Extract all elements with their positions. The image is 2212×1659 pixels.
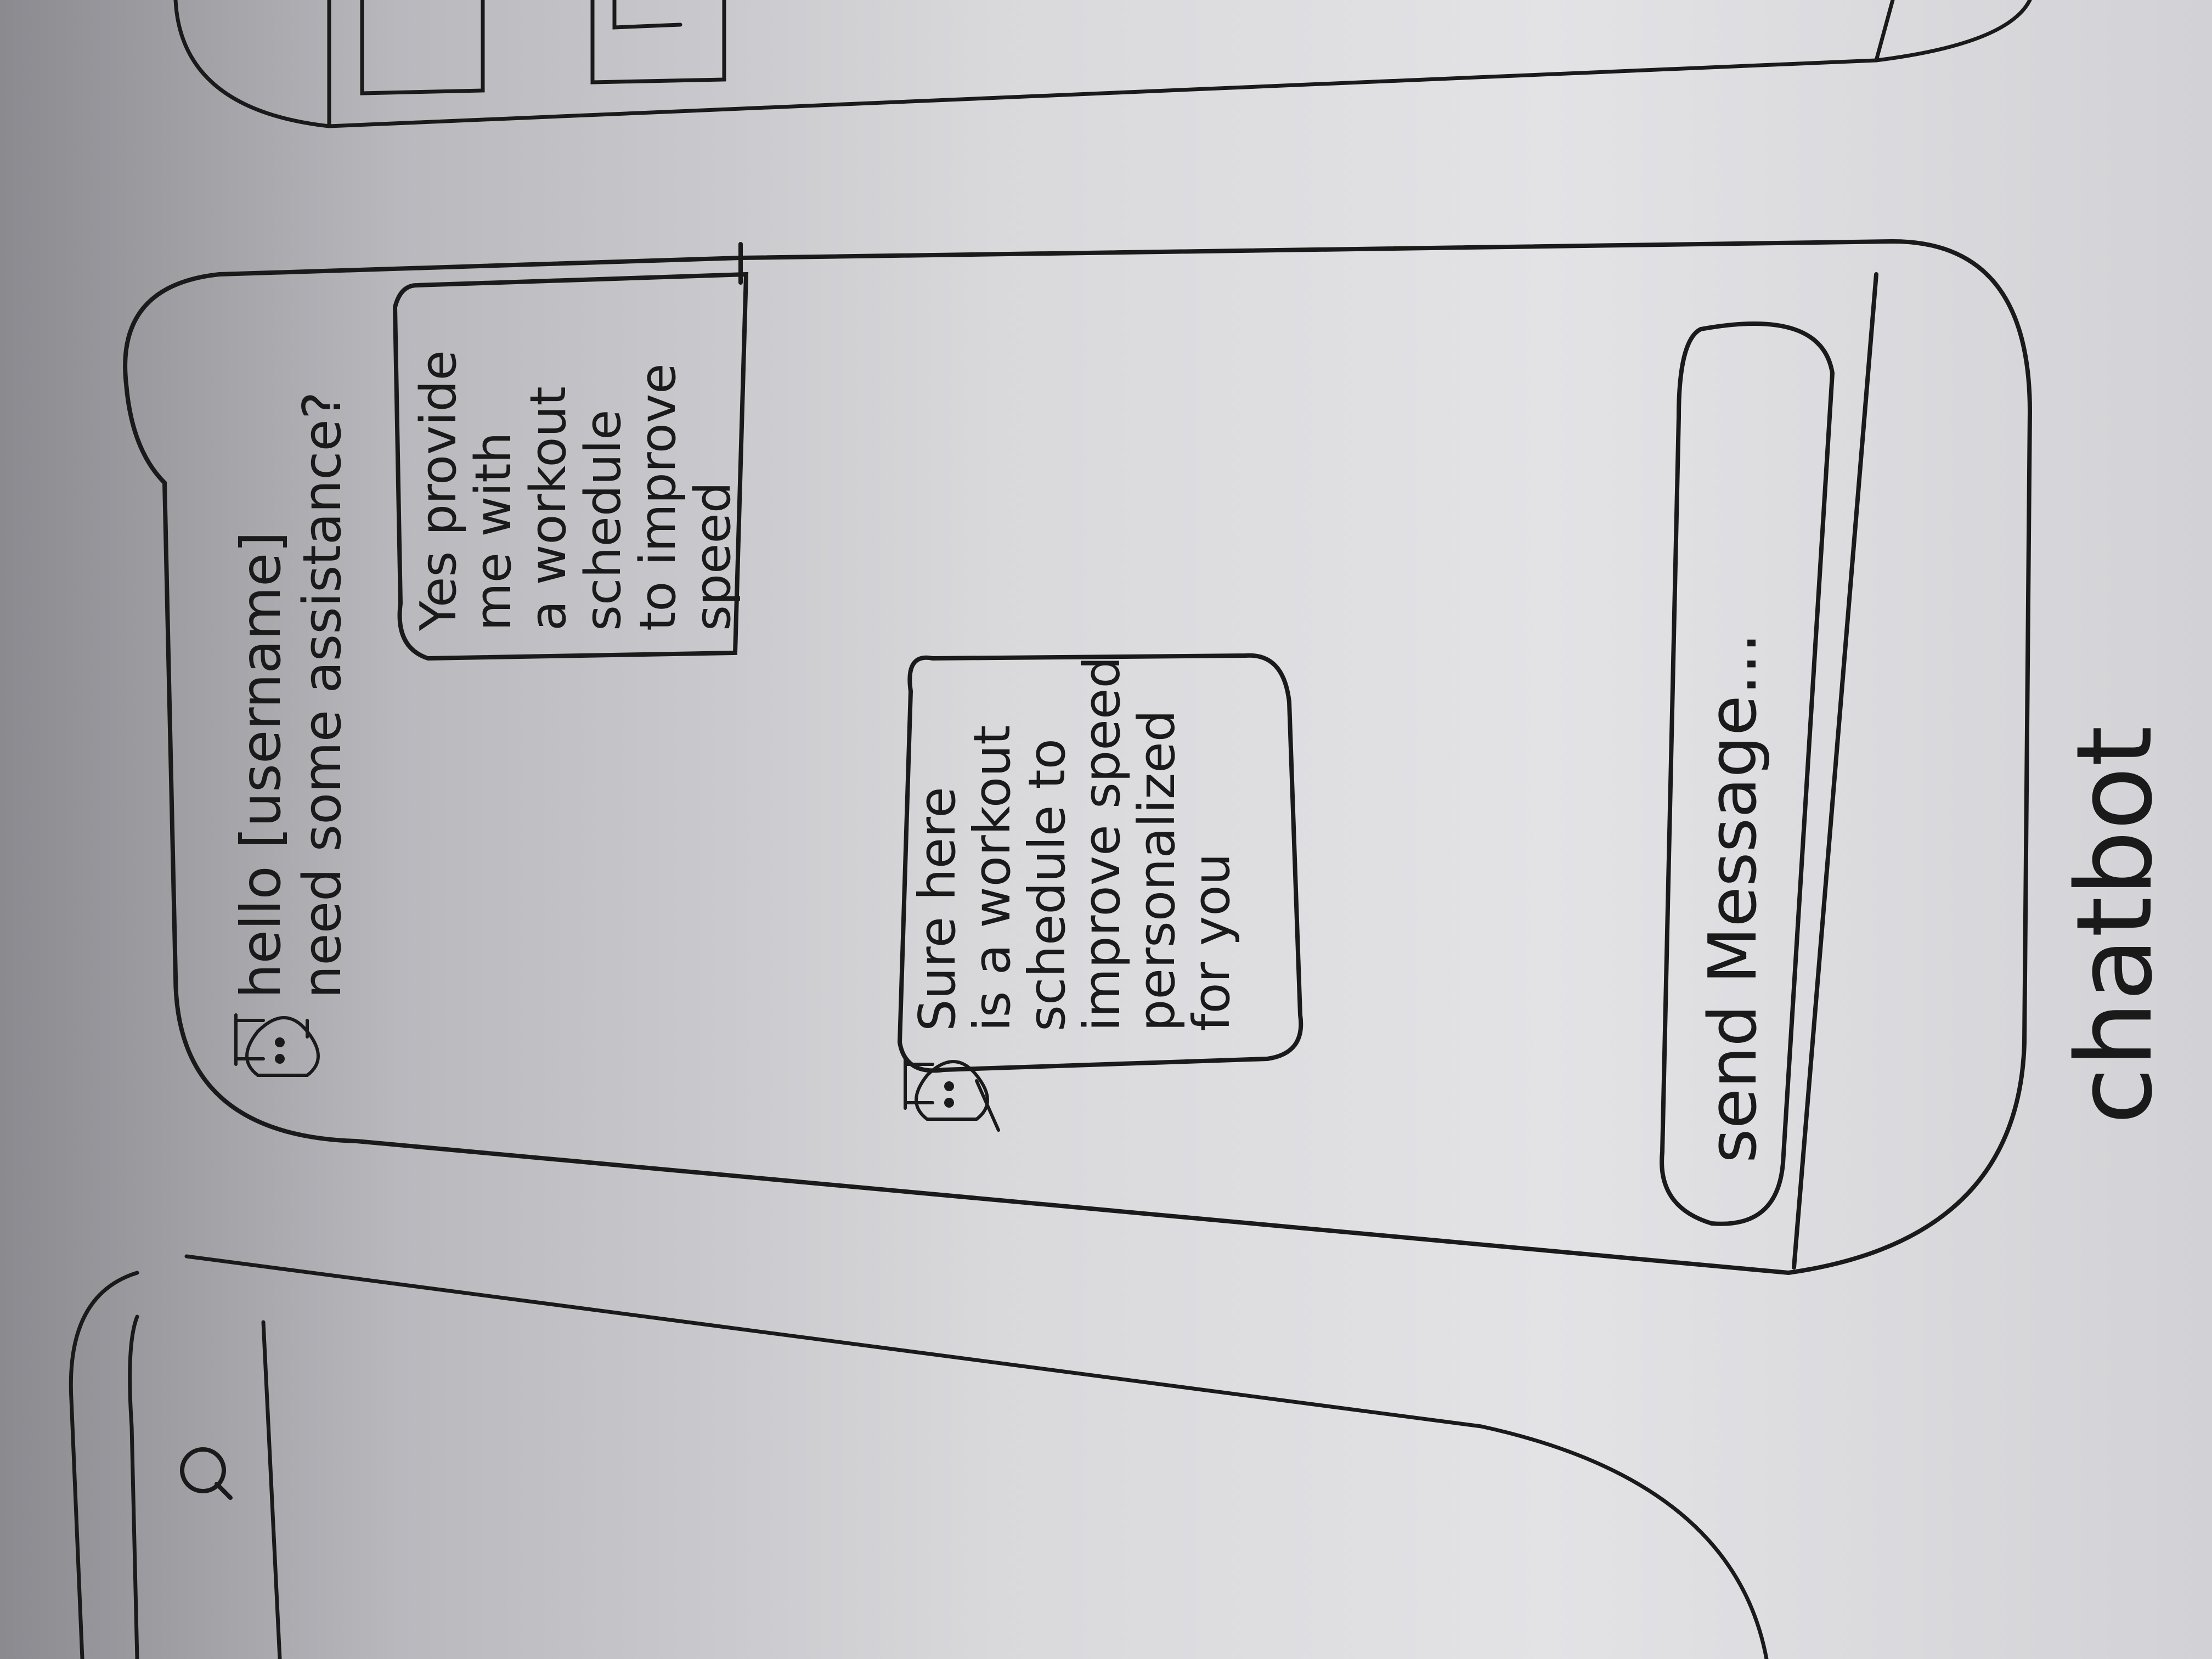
robot-icon (234, 1013, 320, 1077)
bot-reply-line2: is a workout (963, 725, 1022, 1031)
user-message-line1: Yes provide (410, 350, 467, 631)
search-icon[interactable] (180, 1447, 233, 1500)
bot-reply-line5: personalized (1127, 710, 1186, 1031)
bot-reply-line1: Sure here (908, 787, 967, 1031)
bot-reply-message: Sure here is a workout schedule to impro… (897, 653, 1304, 1132)
user-message-line6: speed (684, 482, 742, 631)
user-message-bubble: Yes provide me with a workout schedule t… (392, 272, 749, 661)
bot-greeting-line1: hello [username] (229, 532, 293, 998)
user-message-line3: a workout (520, 386, 577, 631)
message-input[interactable]: send Message... (1660, 321, 1835, 1226)
robot-icon (904, 1057, 1000, 1132)
user-message-line5: to improve (629, 364, 687, 631)
bot-reply-line4: improve speed (1073, 656, 1131, 1031)
user-message-line4: schedule (574, 410, 632, 631)
caption-label: chatbot (2054, 726, 2175, 1125)
user-message-line2: me with (465, 432, 522, 631)
bot-greeting-line2: need some assistance? (292, 392, 353, 998)
top-phone-frame (173, 0, 2032, 128)
bot-reply-line6: for you (1182, 853, 1241, 1031)
bottom-phone-frame (69, 1254, 1769, 1659)
bot-reply-line3: schedule to (1018, 738, 1076, 1031)
bot-greeting-message: hello [username] need some assistance? (229, 392, 353, 1077)
message-input-placeholder: send Message... (1695, 633, 1771, 1163)
